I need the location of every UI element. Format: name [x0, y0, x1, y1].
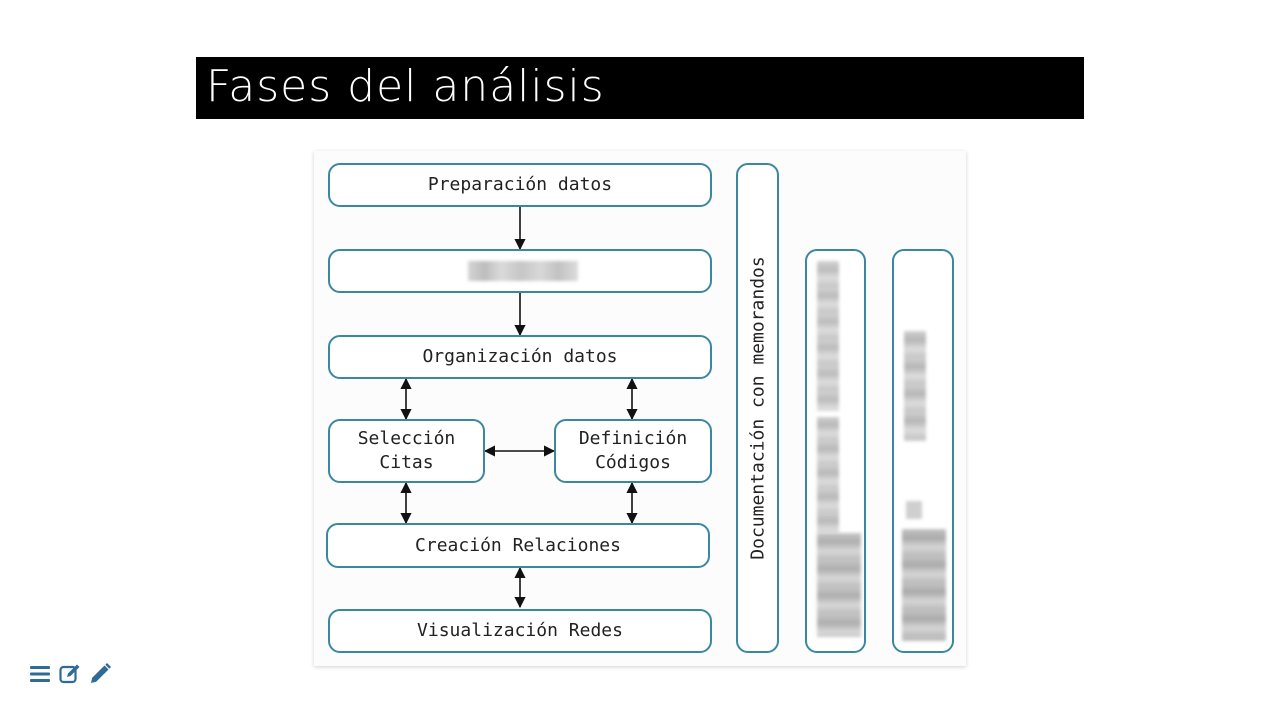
- analysis-phases-diagram: Preparación datos Organización datos Sel…: [314, 151, 966, 666]
- redacted-column-2: [892, 249, 954, 653]
- step-selection: Selección Citas: [328, 419, 485, 483]
- redacted-text-block: [468, 261, 578, 281]
- step-definition: Definición Códigos: [554, 419, 712, 483]
- step-relations: Creación Relaciones: [326, 523, 710, 568]
- step-visualization-label: Visualización Redes: [417, 620, 623, 641]
- step-preparation: Preparación datos: [328, 163, 712, 207]
- menu-icon[interactable]: [28, 662, 52, 686]
- step-redacted: [328, 249, 712, 293]
- step-visualization: Visualización Redes: [328, 609, 712, 653]
- step-preparation-label: Preparación datos: [427, 174, 613, 195]
- redacted-text-block: [817, 261, 839, 411]
- redacted-column-1: [805, 249, 866, 653]
- slide-title: Fases del análisis: [206, 61, 605, 112]
- diagram-arrows: [400, 207, 638, 609]
- redacted-text-block: [904, 331, 926, 441]
- edit-note-icon[interactable]: [58, 662, 82, 686]
- step-organization-label: Organización datos: [422, 346, 618, 367]
- redacted-text-block: [817, 533, 861, 637]
- step-organization: Organización datos: [328, 335, 712, 379]
- slide-toolbar: [28, 662, 112, 686]
- slide-title-bar: Fases del análisis: [196, 57, 1084, 119]
- documentation-label: Documentación con memorandos: [747, 256, 768, 560]
- redacted-text-block: [902, 529, 946, 641]
- pencil-icon[interactable]: [88, 662, 112, 686]
- step-selection-label: Selección Citas: [357, 428, 456, 473]
- step-relations-label: Creación Relaciones: [415, 534, 621, 556]
- documentation-column: Documentación con memorandos: [736, 163, 779, 653]
- step-definition-label: Definición Códigos: [578, 428, 688, 473]
- redacted-text-block: [817, 417, 839, 533]
- redacted-text-block: [906, 501, 922, 519]
